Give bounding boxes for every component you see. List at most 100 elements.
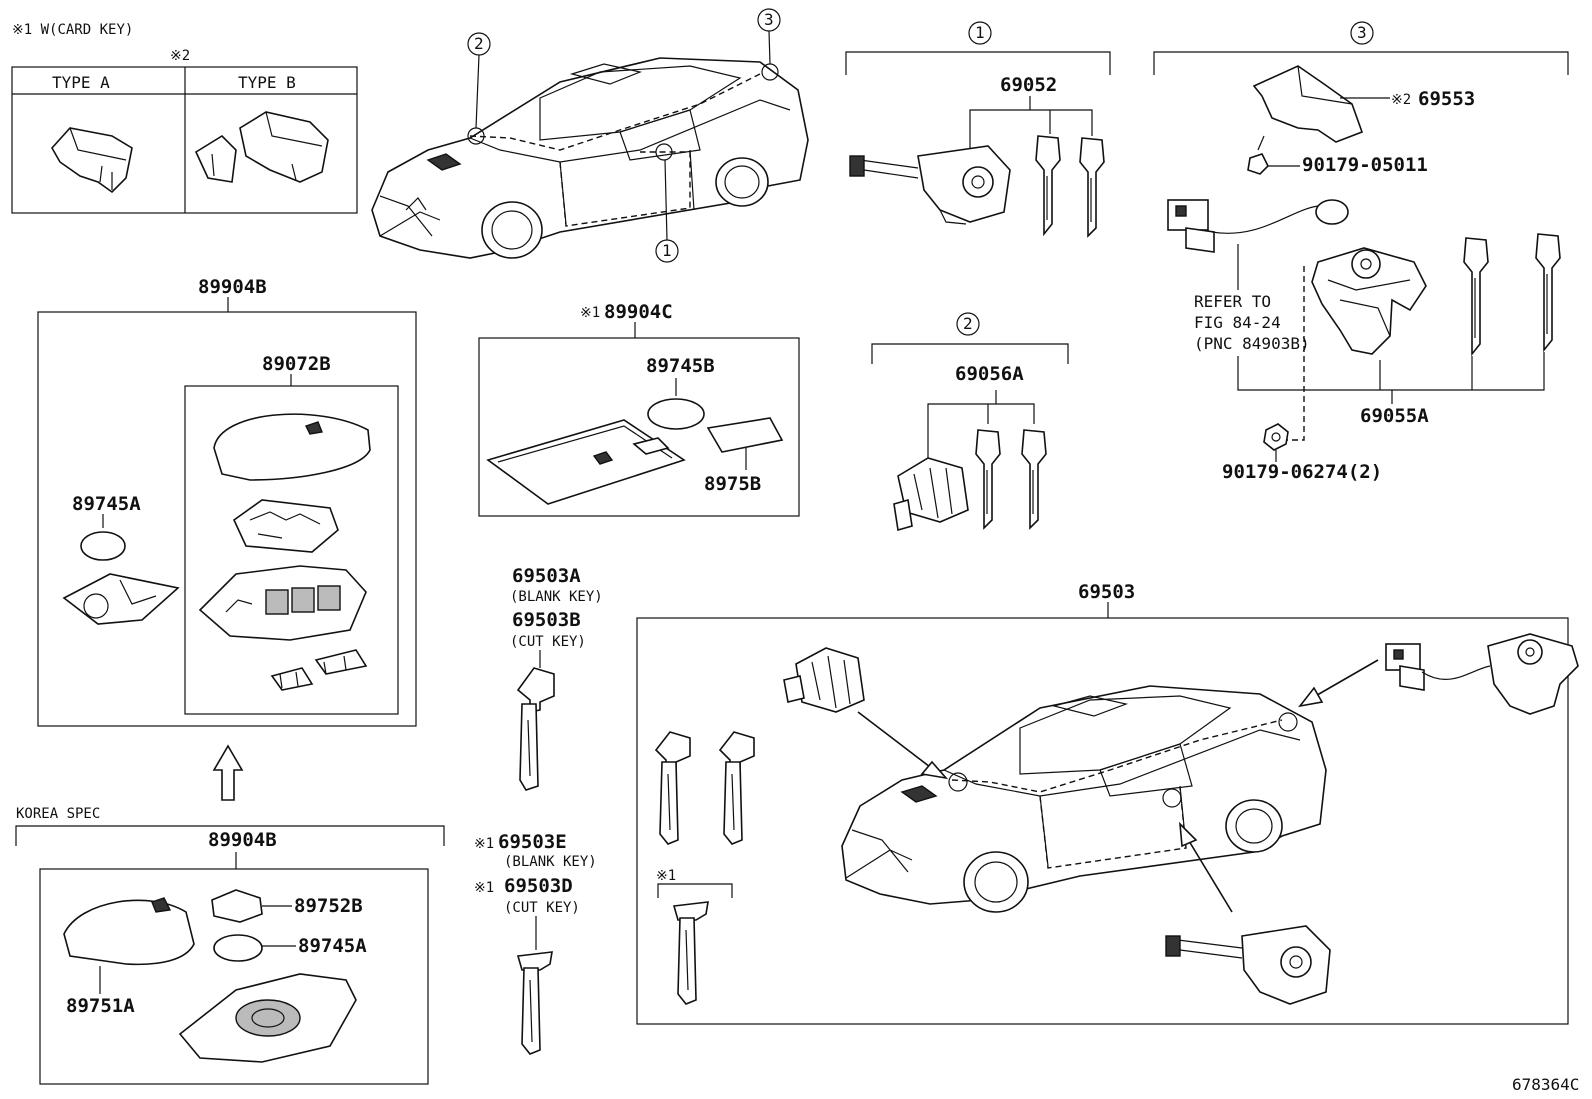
group-2-leader — [927, 390, 1035, 460]
set-arrows — [857, 659, 1379, 913]
group-3-bracket — [1153, 21, 1569, 75]
korea-box — [39, 868, 429, 1085]
emergency-key-1-icon — [516, 667, 555, 791]
cover-note: ※2 — [1391, 92, 1411, 108]
korea-part-number: 89904B — [208, 829, 277, 851]
set-box — [636, 617, 1569, 1025]
korea-bottom-case-icon — [178, 973, 357, 1063]
set-part-number: 69503 — [1078, 581, 1135, 603]
card-battery-icon — [647, 398, 705, 430]
korea-spec-label: KOREA SPEC — [16, 806, 100, 822]
remote-case-part-number: 89072B — [262, 353, 331, 375]
car-overview-top — [371, 57, 809, 259]
cover-part-number: 69553 — [1418, 88, 1475, 110]
key-e-note: ※1 — [474, 836, 494, 852]
group-1-callout: 1 — [975, 23, 985, 42]
remote-case-box — [184, 385, 399, 715]
callout-2-top-label: 2 — [474, 34, 484, 53]
remote-part-number: 89904B — [198, 276, 267, 298]
emergency-key-2-icon — [516, 951, 553, 1055]
type-table — [11, 66, 358, 214]
remote-top-cover-icon — [213, 413, 371, 481]
remote-bottom-case-icon — [198, 565, 367, 641]
card-key-note-label: ※1 — [580, 305, 600, 321]
group-3-key-1-icon — [1463, 237, 1489, 357]
key-blank-note: (BLANK KEY) — [510, 589, 603, 605]
type-a-label: TYPE A — [52, 73, 110, 92]
key-e-part-number: 69503E — [498, 831, 567, 853]
ignition-switch-lock-icon — [849, 145, 1011, 225]
steering-lock-body-icon — [1311, 247, 1427, 355]
group-1-part-number: 69052 — [1000, 74, 1057, 96]
key-blank-part-number: 69503A — [512, 565, 581, 587]
refer-line-2: FIG 84-24 — [1194, 313, 1281, 332]
steering-lock-cover-icon — [1252, 65, 1364, 143]
group-2-bracket — [871, 312, 1069, 364]
set-cylinder-icon — [783, 647, 865, 713]
group-1-leader — [969, 96, 1093, 150]
korea-arrow-up-icon — [212, 744, 244, 801]
set-key-1-icon — [654, 731, 691, 845]
key-d-cut-note: (CUT KEY) — [504, 900, 580, 916]
set-steering-lock-icon — [1385, 633, 1579, 715]
remote-box — [37, 311, 417, 727]
set-card-key-icon — [672, 901, 709, 1005]
set-key-2-icon — [718, 731, 755, 845]
set-card-bracket — [657, 883, 733, 898]
korea-case-part-number: 89751A — [66, 995, 135, 1017]
remote-battery-part-number: 89745A — [72, 493, 141, 515]
group-2-part-number: 69056A — [955, 363, 1024, 385]
key-cut-note: (CUT KEY) — [510, 634, 586, 650]
set-card-note: ※1 — [656, 868, 676, 884]
nut-part-number: 90179-06274(2) — [1222, 461, 1382, 483]
steering-lock-harness-icon — [1167, 199, 1349, 253]
key-d-part-number: 69503D — [504, 875, 573, 897]
remote-circuit-board-icon — [232, 499, 339, 553]
type-note: ※2 — [170, 48, 190, 64]
type-a-cover-icon — [51, 127, 133, 194]
remote-battery-icon — [80, 531, 126, 561]
card-key-part-number: 89904C — [604, 301, 673, 323]
callout-1-top — [655, 159, 679, 263]
card-label-icon — [706, 417, 784, 453]
group-3-part-number: 69055A — [1360, 405, 1429, 427]
callout-3-top — [757, 8, 781, 65]
group-3-leader — [1237, 244, 1545, 441]
card-key-body-icon — [486, 419, 686, 505]
callout-3-top-label: 3 — [764, 10, 774, 29]
group-2-key-1-icon — [975, 429, 1001, 530]
korea-battery-part-number: 89745A — [298, 935, 367, 957]
remote-clips-icon — [270, 649, 368, 691]
bolt-icon — [1247, 135, 1269, 175]
group-1-key-1-icon — [1035, 135, 1061, 237]
door-lock-cylinder-icon — [893, 457, 969, 532]
refer-line-3: (PNC 84903B) — [1194, 334, 1310, 353]
callout-2-top — [467, 32, 491, 129]
group-1-key-2-icon — [1079, 137, 1105, 238]
remote-seal-icon — [62, 573, 180, 625]
figure-id: 678364C — [1512, 1075, 1579, 1094]
korea-cover-icon — [63, 897, 195, 966]
callout-1-top-label: 1 — [662, 241, 672, 260]
nut-icon — [1263, 423, 1289, 462]
korea-battery-cover-icon — [211, 889, 263, 923]
card-label-part-number: 8975B — [704, 473, 761, 495]
korea-cover-part-number: 89752B — [294, 895, 363, 917]
group-1-bracket — [845, 21, 1111, 75]
group-3-callout: 3 — [1357, 23, 1367, 42]
key-cut-part-number: 69503B — [512, 609, 581, 631]
type-b-label: TYPE B — [238, 73, 296, 92]
key-d-note: ※1 — [474, 880, 494, 896]
group-2-key-2-icon — [1021, 429, 1047, 530]
card-key-box — [478, 337, 800, 517]
card-battery-part-number: 89745B — [646, 355, 715, 377]
key-e-blank-note: (BLANK KEY) — [504, 854, 597, 870]
type-b-cover-icon — [194, 111, 329, 183]
group-3-key-2-icon — [1535, 233, 1561, 353]
car-overview-set — [841, 685, 1327, 913]
set-ignition-switch-icon — [1165, 925, 1331, 1005]
bolt-part-number: 90179-05011 — [1302, 154, 1428, 176]
korea-battery-icon — [213, 934, 263, 962]
korea-bracket — [15, 825, 445, 846]
